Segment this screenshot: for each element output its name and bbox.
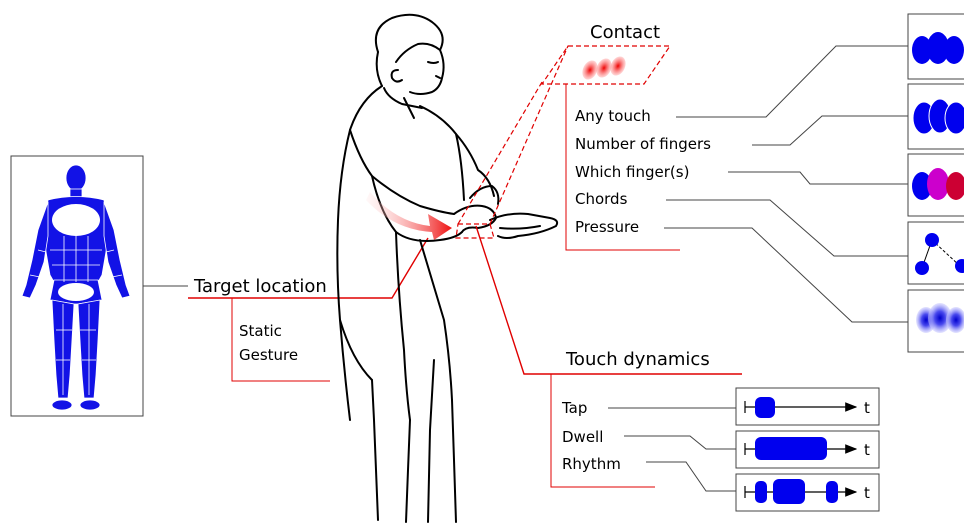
touch-dynamics-underline	[475, 225, 742, 375]
rhythm-timeline: t	[735, 473, 880, 512]
tap-axis-label: t	[864, 399, 870, 417]
number-of-fingers-icon	[912, 98, 964, 135]
target-location-bracket	[231, 298, 330, 382]
touch-dynamics-group: Touch dynamics Tap Dwell Rhythm t t	[475, 225, 880, 512]
touch-dynamics-item-dwell: Dwell	[562, 428, 603, 446]
target-location-group: Target location Static Gesture	[188, 237, 429, 382]
body-map-segments	[29, 236, 123, 395]
contact-bracket	[565, 84, 680, 251]
which-fingers-icon	[912, 168, 964, 200]
touch-arrow	[366, 192, 452, 240]
body-map-panel	[10, 155, 144, 417]
touch-dynamics-title: Touch dynamics	[565, 349, 710, 370]
dynamics-connectors	[608, 407, 736, 492]
body-map-figure	[21, 164, 131, 411]
target-location-title: Target location	[193, 276, 327, 297]
contact-item-chords: Chords	[575, 190, 628, 208]
contact-item-pressure: Pressure	[575, 218, 639, 236]
touch-dynamics-item-tap: Tap	[561, 399, 587, 417]
touch-dynamics-item-rhythm: Rhythm	[562, 455, 621, 473]
dwell-timeline: t	[735, 430, 880, 469]
target-location-item-gesture: Gesture	[239, 346, 298, 364]
contact-projection	[455, 45, 672, 239]
any-touch-icon	[912, 32, 964, 64]
contact-item-which-fingers: Which finger(s)	[575, 163, 689, 181]
touch-dynamics-bracket	[550, 374, 655, 488]
person-illustration	[336, 13, 559, 523]
contact-fingerprint-blobs	[582, 56, 626, 80]
rhythm-axis-label: t	[864, 484, 870, 502]
contact-group: Contact Any touch Number of fingers Whic…	[565, 13, 964, 353]
chords-icon	[915, 233, 964, 275]
contact-icon-boxes	[907, 13, 964, 353]
target-location-underline	[188, 237, 429, 299]
contact-title: Contact	[590, 22, 660, 43]
contact-item-any-touch: Any touch	[575, 107, 651, 125]
pressure-icon	[916, 303, 964, 333]
tap-timeline: t	[735, 387, 880, 426]
dwell-axis-label: t	[864, 441, 870, 459]
target-location-item-static: Static	[239, 322, 282, 340]
contact-connectors	[664, 45, 908, 323]
contact-item-number-of-fingers: Number of fingers	[575, 135, 711, 153]
